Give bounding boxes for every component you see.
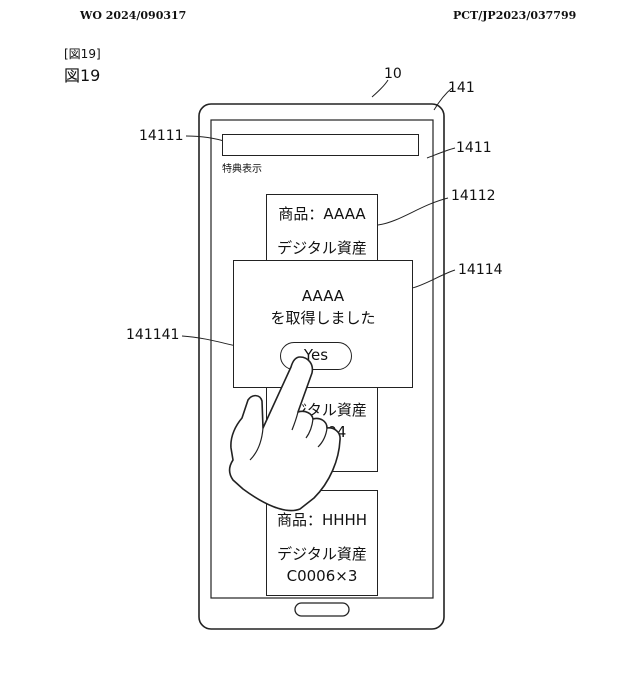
ref-search-field: 14111: [139, 128, 184, 144]
card-1-asset: デジタル資産: [277, 239, 367, 257]
card-1-product: 商品：AAAA: [278, 205, 366, 223]
leader-1411: [426, 147, 456, 159]
leader-10: [371, 79, 389, 98]
ref-card: 14112: [451, 188, 496, 204]
screen-caption: 特典表示: [222, 164, 262, 175]
benefit-card-3: 商品：HHHH デジタル資産 C0006×3: [266, 490, 378, 596]
phone-screen: [210, 119, 434, 599]
figure-label-small: [図19]: [64, 47, 101, 61]
search-field[interactable]: [222, 134, 419, 156]
benefit-card-1: 商品：AAAA デジタル資産: [266, 194, 378, 268]
home-button: [294, 602, 350, 617]
application-number: PCT/JP2023/037799: [453, 9, 577, 22]
card-3-asset: デジタル資産: [277, 545, 367, 563]
phone-body: [198, 103, 445, 630]
figure-label: 図19: [64, 66, 101, 85]
card-3-product: 商品：HHHH: [276, 511, 368, 529]
ref-dialog: 14114: [458, 262, 503, 278]
publication-number: WO 2024/090317: [80, 9, 187, 22]
leader-14114: [411, 269, 456, 289]
ref-yes-button: 141141: [126, 327, 180, 343]
ref-screen-area: 1411: [456, 140, 492, 156]
yes-button[interactable]: Yes: [280, 342, 352, 370]
ref-screen: 141: [448, 80, 475, 96]
ref-device: 10: [384, 66, 402, 82]
dialog-message: を取得しました: [270, 309, 376, 327]
dialog-item-name: AAAA: [301, 287, 345, 305]
card-3-code: C0006×3: [286, 567, 358, 585]
leader-141: [433, 87, 453, 111]
leader-14112: [377, 197, 449, 226]
